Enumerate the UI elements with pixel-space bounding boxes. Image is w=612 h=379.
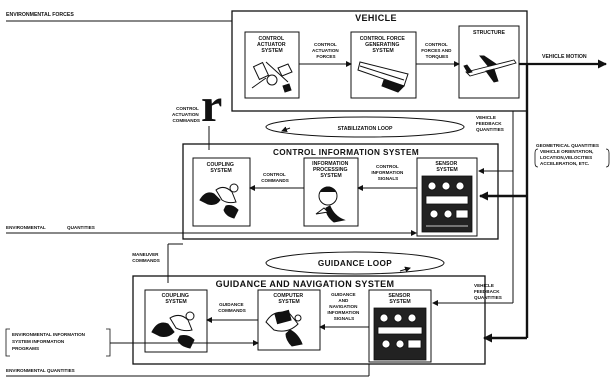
control-force-generating-box [350,31,417,99]
vehicle-motion-label: VEHICLE MOTION [542,54,587,60]
info-processing-box [303,157,359,227]
geom-bracket-right [605,148,610,168]
maneuver-commands-label: MANEUVER COMMANDS [132,252,160,263]
instrument-panel-icon [373,307,427,361]
guidance-commands-label: GUIDANCE COMMANDS [218,302,246,313]
sensor-system-label-2: SENSOR SYSTEM [388,293,411,305]
coupling-system-label-1: COUPLING SYSTEM [207,162,236,174]
env-info-bracket-right [106,328,111,357]
computer-system-box [257,289,321,351]
env-forces-label: ENVIRONMENTAL FORCES [6,12,74,18]
guidance-nav-info-signals-label: GUIDANCE AND NAVIGATION INFORMATION SIGN… [327,292,360,321]
sensor-system-box-2 [368,289,432,363]
vehicle-feedback-label-2: VEHICLE FEEDBACK QUANTITIES [474,283,502,300]
control-forces-torques-label: CONTROL FORCES AND TORQUES [421,42,452,59]
stabilization-loop-label: STABILIZATION LOOP [338,126,393,132]
vehicle-title: VEHICLE [355,13,397,23]
guidance-loop-ellipse [265,251,445,275]
vehicle-frame [231,10,528,112]
structure-label: STRUCTURE [473,30,506,36]
structure-box [458,25,520,99]
env-quantities-label-1: ENVIRONMENTAL QUANTITIES [6,225,95,230]
guidance-nav-system-title: GUIDANCE AND NAVIGATION SYSTEM [216,279,395,289]
computer-head-icon [265,309,303,347]
pilot-head-icon [315,186,346,223]
hands-coupling-icon [199,183,239,219]
computer-system-label: COMPUTER SYSTEM [273,293,304,305]
control-commands-label: CONTROL COMMANDS [261,172,289,183]
control-actuation-forces-label: CONTROL ACTUATION FORCES [312,42,340,59]
info-processing-label: INFORMATION PROCESSING SYSTEM [312,161,350,179]
coupling-system-label-2: COUPLING SYSTEM [162,293,191,305]
big-r-glyph: r [201,79,222,132]
jet-airplane-icon [463,55,517,83]
guidance-nav-system-frame [132,275,486,365]
guidance-loop-arrow [399,266,411,273]
control-info-system-title: CONTROL INFORMATION SYSTEM [273,148,419,157]
aileron-wing-icon [357,61,409,93]
control-actuator-box [244,31,300,99]
sensor-system-label-1: SENSOR SYSTEM [435,161,458,173]
hands-coupling-icon [151,311,195,349]
control-force-generating-label: CONTROL FORCE GENERATING SYSTEM [360,36,407,54]
control-info-system-frame [182,143,499,240]
coupling-system-box-1 [192,157,251,227]
geom-bracket [534,148,539,168]
instrument-panel-icon [421,175,473,233]
geom-quantities-label: GEOMETRICAL QUANTITIES VEHICLE ORIENTATI… [536,143,600,166]
env-info-bracket [5,328,10,357]
vehicle-feedback-label-1: VEHICLE FEEDBACK QUANTITIES [476,115,504,132]
env-quantities-label-2: ENVIRONMENTAL QUANTITIES [6,368,75,373]
stabilization-loop-arrow [281,126,291,133]
guidance-loop-label: GUIDANCE LOOP [318,259,392,268]
env-info-system-label: ENVIRONMENTAL INFORMATION SYSTEM INFORMA… [12,332,86,351]
actuator-mechanism-icon [251,61,293,93]
control-info-signals-label: CONTROL INFORMATION SIGNALS [371,164,404,181]
sensor-system-box-1 [416,157,478,237]
control-actuation-commands-label: CONTROL ACTUATION COMMANDS [172,106,200,123]
stabilization-loop-ellipse [265,116,465,138]
control-actuator-label: CONTROL ACTUATOR SYSTEM [257,36,287,54]
